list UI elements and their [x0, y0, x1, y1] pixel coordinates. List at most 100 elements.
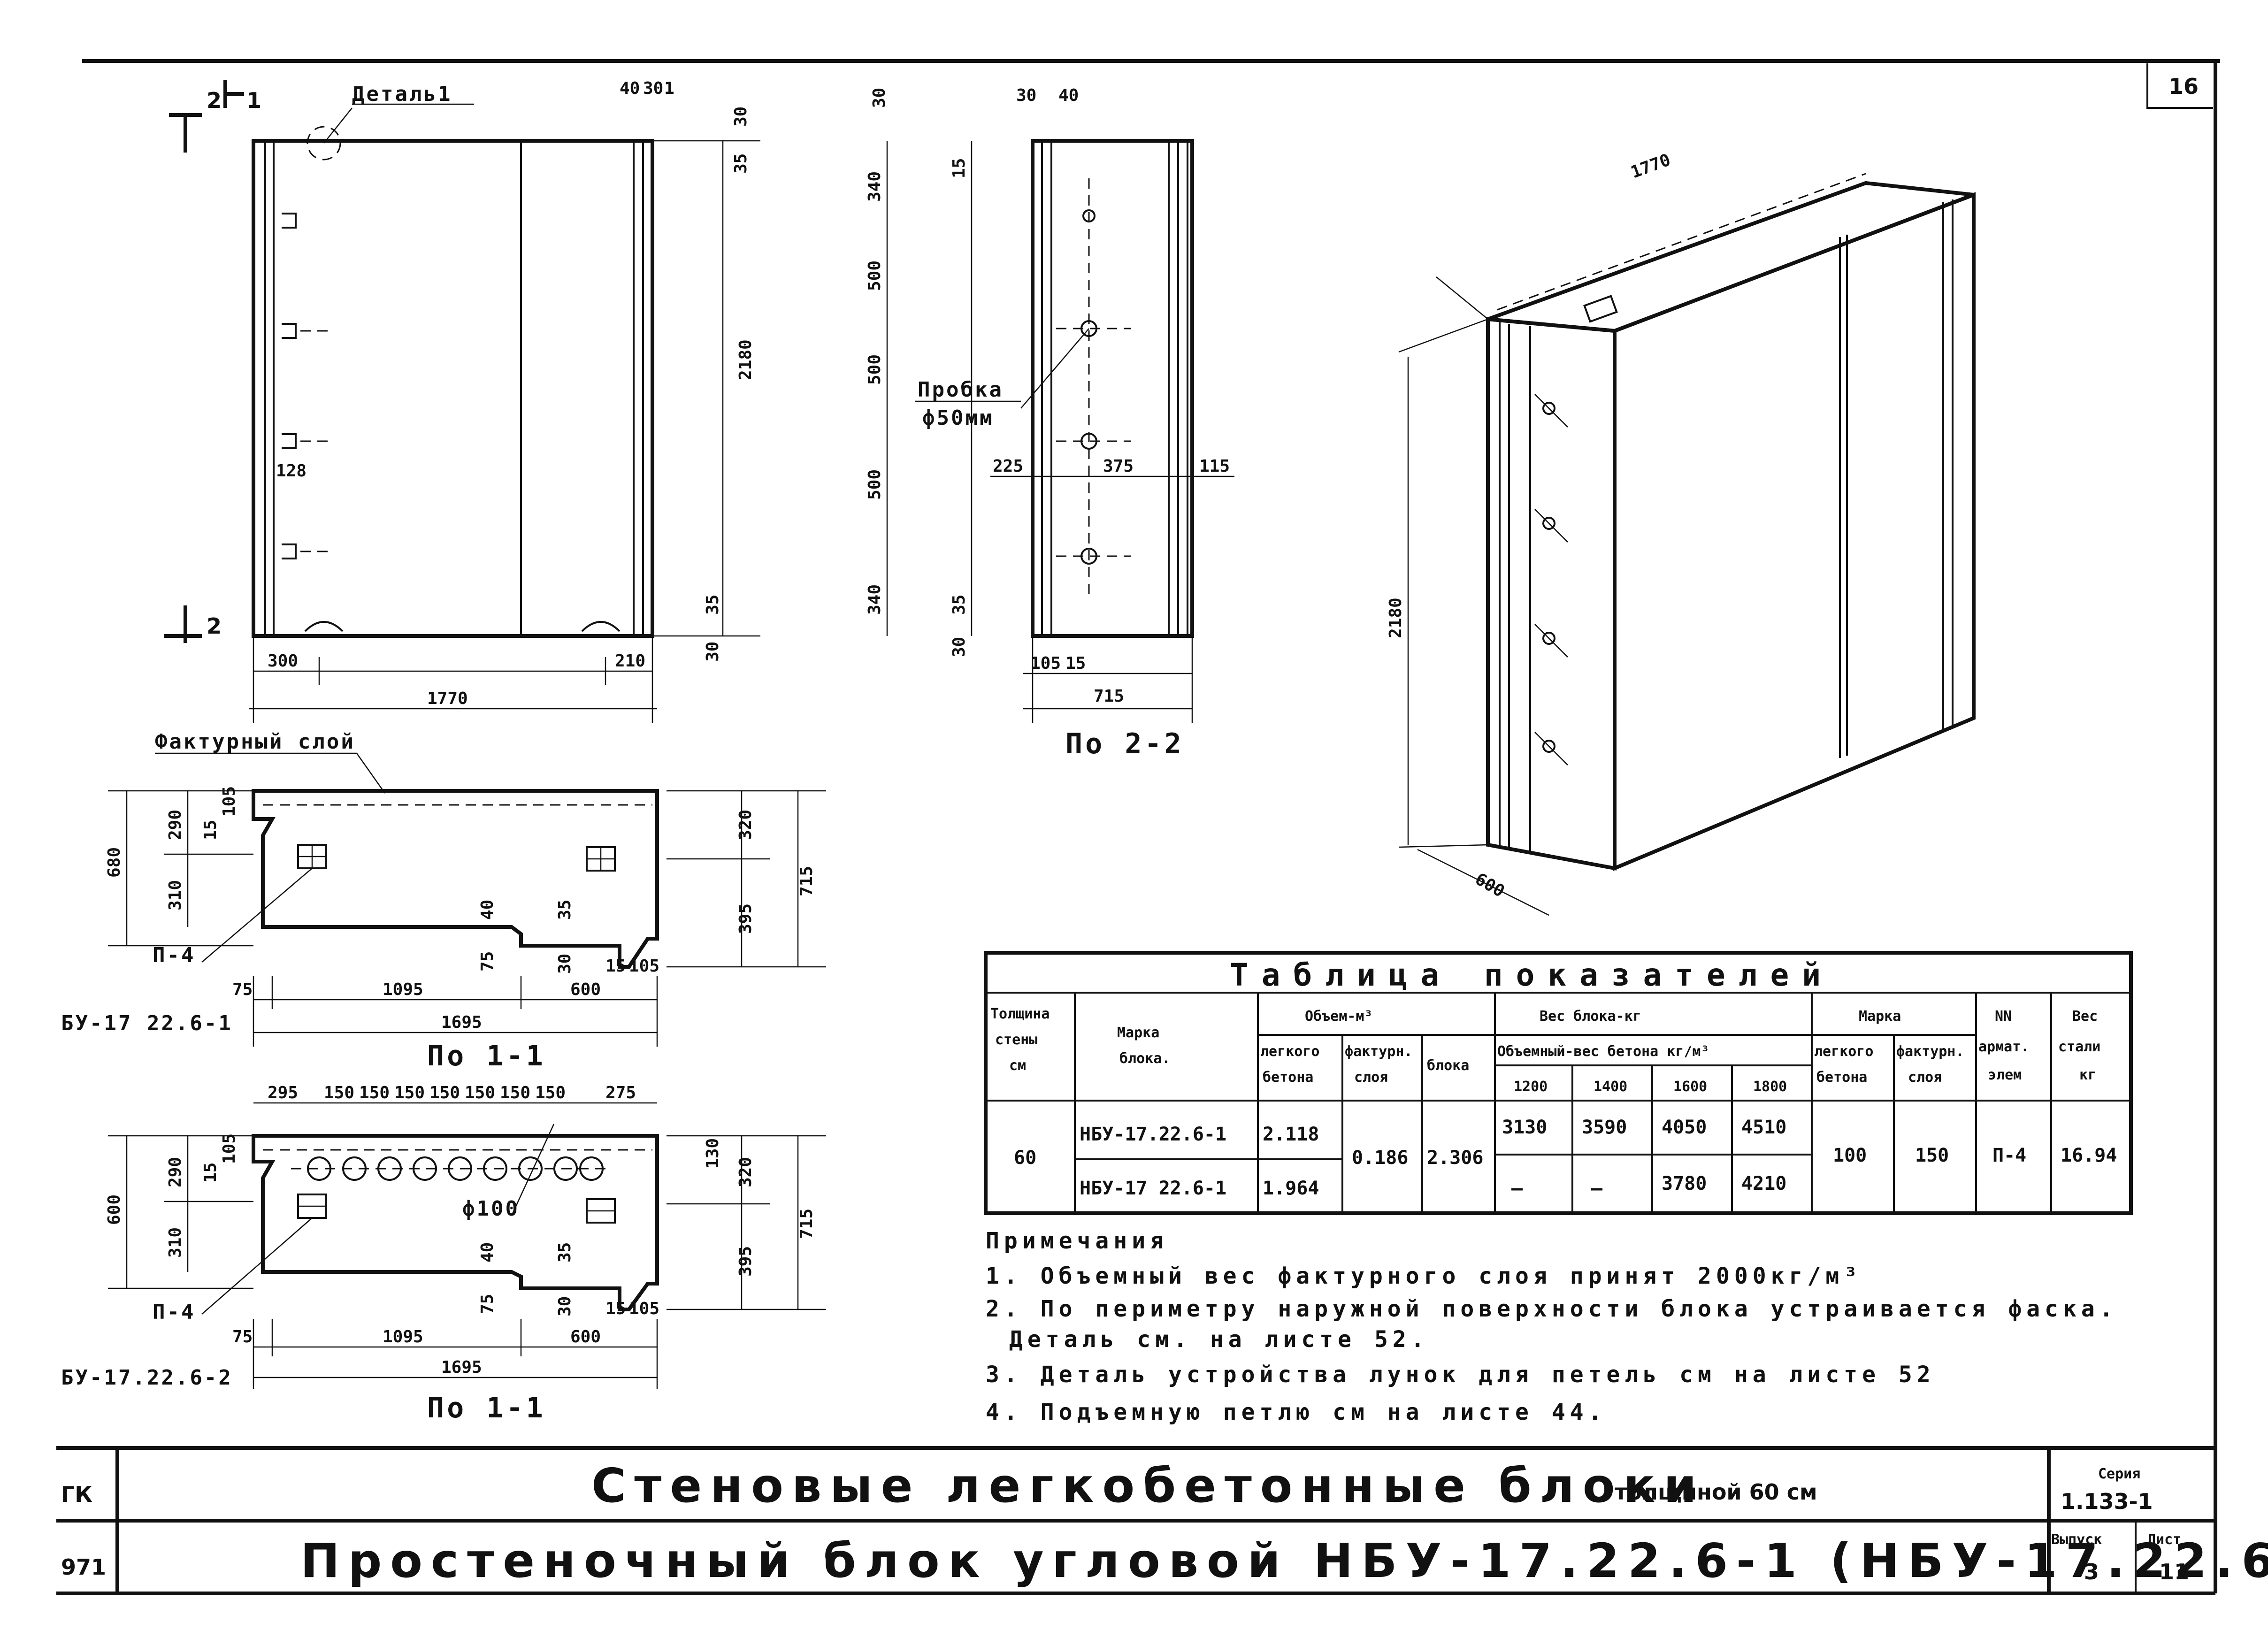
- td-vol-block: 2.306: [1427, 1147, 1483, 1169]
- s1-b600: 600: [570, 980, 601, 999]
- plug-label: Пробка: [918, 378, 1004, 402]
- s2-r395: 395: [736, 1246, 755, 1277]
- title-line-1-suffix: толщиной 60 см: [1615, 1479, 1817, 1505]
- section-mark-2-top: 2: [207, 88, 222, 113]
- front-view: Деталь1 2 1 2 2180 40 30 1 35 30 35 30 1…: [164, 79, 760, 723]
- s2-l15: 15: [201, 1163, 220, 1183]
- td-steel: 16.94: [2061, 1145, 2117, 1166]
- note-line: 4. Подъемную петлю см на листе 44.: [986, 1399, 1607, 1425]
- side-v340b: 340: [865, 584, 884, 615]
- td-grade-light: 100: [1833, 1145, 1867, 1166]
- note-line: Деталь см. на листе 52.: [1009, 1326, 1429, 1353]
- edge-code-top: ГК: [61, 1482, 92, 1507]
- td-w1800: 4210: [1741, 1173, 1786, 1194]
- td-w1600: 4050: [1662, 1117, 1707, 1138]
- s2-in30: 30: [555, 1296, 575, 1316]
- th-grade-sub: легкого: [1814, 1043, 1873, 1060]
- th-grade-sub: бетона: [1816, 1069, 1867, 1086]
- s2-l310: 310: [166, 1227, 185, 1258]
- iso-height-dim: 2180: [1386, 597, 1405, 638]
- front-top-40: 40: [620, 79, 640, 98]
- s1-loop-label: П-4: [153, 943, 195, 967]
- s1-in75: 75: [478, 951, 497, 972]
- side-top-30: 30: [1016, 86, 1036, 105]
- sheet-corner-number: 16: [2168, 74, 2199, 99]
- plug-size: ф50мм: [922, 406, 994, 430]
- front-left-300: 300: [268, 651, 298, 671]
- th-grade-sub: слоя: [1908, 1069, 1942, 1086]
- th-grade-sub: фактурн.: [1896, 1043, 1964, 1060]
- side-v500a: 500: [865, 260, 884, 291]
- th-vol-sub: слоя: [1354, 1069, 1388, 1086]
- section-1: Фактурный слой П-4 БУ-17 22.6-1 680 290 …: [61, 730, 826, 1072]
- th-vol-sub: фактурн.: [1345, 1043, 1413, 1060]
- th-steel: Вес: [2072, 1008, 2098, 1025]
- iso-loops: [1534, 394, 1568, 765]
- s2-loop-label: П-4: [153, 1300, 195, 1324]
- s2-in15: 15: [605, 1299, 626, 1318]
- s1-in15: 15: [605, 957, 626, 976]
- side-v340a: 340: [865, 171, 884, 202]
- front-top-1: 1: [664, 79, 674, 98]
- s1-r320: 320: [736, 810, 755, 840]
- td-vol-light: 1.964: [1263, 1178, 1319, 1199]
- s2-b600: 600: [570, 1327, 601, 1347]
- td-vol-light: 2.118: [1263, 1124, 1319, 1145]
- s1-b1695: 1695: [441, 1013, 482, 1032]
- side-h115: 115: [1199, 457, 1230, 476]
- td-arm: П-4: [1992, 1145, 2026, 1166]
- s1-l310: 310: [166, 880, 185, 911]
- front-right-30: 30: [731, 107, 751, 127]
- th-weight-col: 1200: [1514, 1079, 1548, 1095]
- iso-view: 2180 1770 600: [1386, 150, 1976, 916]
- s2-in35: 35: [555, 1242, 575, 1263]
- s1-caption: По 1-1: [427, 1040, 546, 1072]
- td-w1400: —: [1591, 1178, 1603, 1199]
- s2-top-dim: 150: [394, 1083, 425, 1102]
- s2-top-dim: 150: [535, 1083, 566, 1102]
- note-line: 1. Объемный вес фактурного слоя принят 2…: [986, 1263, 1862, 1289]
- s2-top-dim: 150: [359, 1083, 390, 1102]
- section-mark-2-bottom: 2: [207, 613, 222, 639]
- iso-length-dim: 1770: [1628, 150, 1673, 182]
- s1-l105: 105: [220, 786, 239, 817]
- texture-layer-label: Фактурный слой: [155, 730, 355, 754]
- td-w1400: 3590: [1582, 1117, 1627, 1138]
- th-arm: элем: [1988, 1067, 2022, 1083]
- th-arm: армат.: [1978, 1039, 2029, 1055]
- notes: Примечания 1. Объемный вес фактурного сл…: [986, 1228, 2113, 1425]
- s2-caption: По 1-1: [427, 1392, 546, 1424]
- th-grade: Марка: [1859, 1008, 1901, 1025]
- s2-top-dim: 150: [324, 1083, 354, 1102]
- s1-l680: 680: [105, 847, 124, 878]
- th-weight-col: 1800: [1753, 1079, 1787, 1095]
- s2-top-dim: 295: [268, 1083, 298, 1102]
- front-right-210: 210: [615, 651, 645, 671]
- iso-depth-dim: 600: [1472, 869, 1508, 901]
- section-2: 295 150 150 150 150 150 150 150 275 П-4 …: [61, 1083, 826, 1424]
- front-height-dim: 2180: [736, 339, 755, 380]
- th-weight-sub: Объемный-вес бетона кг/м³: [1497, 1043, 1709, 1060]
- td-mark: НБУ-17.22.6-1: [1080, 1124, 1226, 1145]
- s1-in30: 30: [555, 954, 575, 974]
- s1-l290: 290: [166, 810, 185, 840]
- s2-l600: 600: [105, 1194, 124, 1225]
- th-mark: блока.: [1119, 1050, 1170, 1067]
- s1-in35: 35: [555, 900, 575, 920]
- sheet-label: Лист: [2147, 1531, 2181, 1548]
- s2-b1095: 1095: [383, 1327, 423, 1347]
- side-v500b: 500: [865, 354, 884, 385]
- sheet-value: 11: [2159, 1559, 2189, 1584]
- s1-mark: БУ-17 22.6-1: [61, 1011, 233, 1035]
- front-top-30: 30: [643, 79, 663, 98]
- s2-top-dims: 295 150 150 150 150 150 150 150 275: [253, 1083, 657, 1104]
- s2-top-dim: 150: [465, 1083, 495, 1102]
- th-weight-col: 1600: [1673, 1079, 1707, 1095]
- side-v30: 30: [870, 88, 889, 108]
- s2-r130: 130: [703, 1138, 722, 1169]
- side-v30b: 30: [950, 637, 969, 657]
- side-width: 715: [1094, 687, 1124, 706]
- th-thickness: см: [1009, 1057, 1026, 1074]
- table-row: НБУ-17.22.6-1 2.118 3130 3590 4050 4510: [1080, 1117, 1786, 1145]
